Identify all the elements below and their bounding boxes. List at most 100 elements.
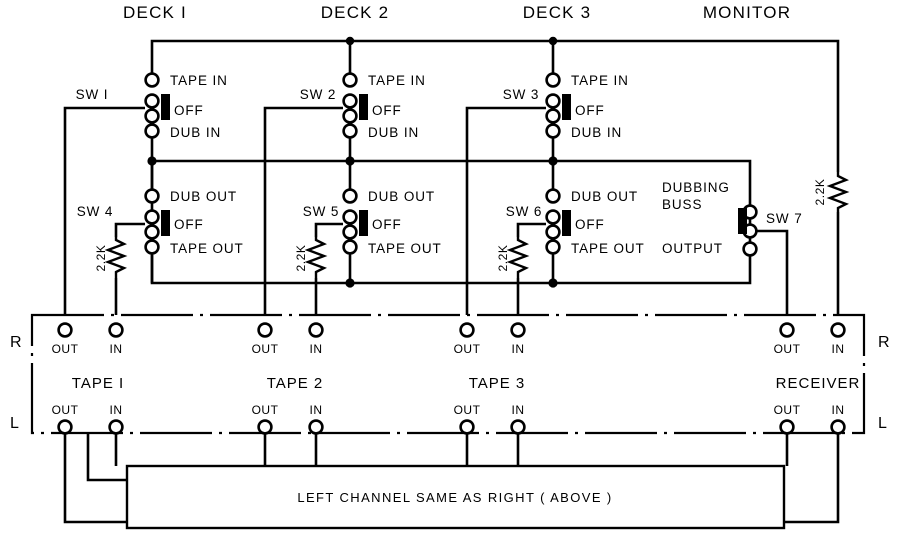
sw6-wire [516,222,546,315]
terminal-tape-in[interactable] [144,72,160,88]
resistor-value-deck2: 2.2K [294,244,308,271]
terminal-dub-in[interactable] [144,123,160,139]
terminal-label-in-left: IN [512,403,525,417]
terminal-out-right[interactable] [459,322,475,338]
terminal-off-upper[interactable] [545,93,561,109]
terminal-dub-out[interactable] [545,188,561,204]
switch-label-sw2: SW 2 [300,87,337,102]
terminal-label-tape-out: TAPE OUT [170,241,244,256]
terminal-label-off: OFF [575,217,605,232]
switch-blade-icon[interactable] [562,94,571,120]
resistor-value-monitor: 2.2K [813,178,827,205]
terminal-label-tape-out: TAPE OUT [571,241,645,256]
sw7-wire [757,229,789,315]
resistor-deck3 [506,237,530,278]
diagram-titles: DECK I DECK 2 DECK 3 MONITOR [123,3,790,22]
switch-label-sw7: SW 7 [766,211,803,226]
title-deck2: DECK 2 [321,3,390,22]
terminal-tape-out[interactable] [342,239,358,255]
terminal-label-off: OFF [174,103,204,118]
switch-blade-icon[interactable] [161,210,170,236]
terminal-off-lower[interactable] [545,224,561,240]
switch-blade-icon[interactable] [359,210,368,236]
switch-label-sw5: SW 5 [303,204,340,219]
terminal-off-lower[interactable] [144,108,160,124]
terminal-tape-in[interactable] [545,72,561,88]
terminal-label-dub-in: DUB IN [368,125,419,140]
terminal-label-out: OUT [252,342,279,356]
terminal-label-off: OFF [575,103,605,118]
terminal-out-right[interactable] [57,322,73,338]
terminal-label-in: IN [110,342,123,356]
terminal-off-upper[interactable] [342,93,358,109]
terminal-off-upper[interactable] [342,209,358,225]
switch-sw7[interactable]: SW 7 [738,204,803,257]
device-tape3: OUT IN TAPE 3 OUT IN [454,322,526,435]
resistor-value-deck1: 2.2K [94,244,108,271]
terminal-label-dub-out: DUB OUT [368,189,435,204]
terminal-dub-out[interactable] [144,188,160,204]
terminal-in-left[interactable] [308,419,324,435]
switch-blade-icon[interactable] [562,210,571,236]
terminal-output[interactable] [742,241,758,257]
right-channel-box [30,313,866,435]
channel-label-r-left: R [10,334,22,351]
terminal-dub-out[interactable] [342,188,358,204]
switch-blade-icon[interactable] [738,208,747,234]
terminal-dub-in[interactable] [342,123,358,139]
switch-blade-icon[interactable] [161,94,170,120]
device-tape1: OUT IN TAPE I OUT IN [52,322,124,435]
terminal-in-right[interactable] [308,322,324,338]
terminal-label-off: OFF [372,217,402,232]
terminal-off-upper[interactable] [144,93,160,109]
terminal-in-right[interactable] [510,322,526,338]
terminal-in-left[interactable] [108,419,124,435]
terminal-label-out: OUT [52,342,79,356]
switch-sw5[interactable]: SW 5 DUB OUT OFF TAPE OUT [303,188,442,256]
terminal-off-lower[interactable] [545,108,561,124]
terminal-label-in: IN [512,342,525,356]
terminal-tape-in[interactable] [342,72,358,88]
terminal-dub-in[interactable] [545,123,561,139]
sw3-wire [465,106,546,315]
terminal-out-left[interactable] [257,419,273,435]
terminal-off-upper[interactable] [545,209,561,225]
terminal-out-right[interactable] [779,322,795,338]
sw5-wire [314,222,343,315]
terminal-in-right[interactable] [108,322,124,338]
terminal-in-right[interactable] [830,322,846,338]
switch-sw3[interactable]: SW 3 TAPE IN OFF DUB IN [503,72,629,140]
dubbing-buss-label-line1: DUBBING [662,180,730,195]
switch-blade-icon[interactable] [359,94,368,120]
dub-in-stubs [150,136,555,189]
terminal-in-left[interactable] [830,419,846,435]
dub-bus [150,159,752,285]
terminal-out-right[interactable] [257,322,273,338]
terminal-label-out-left: OUT [52,403,79,417]
terminal-label-out-left: OUT [252,403,279,417]
switch-sw1[interactable]: SW I TAPE IN OFF DUB IN [76,72,228,140]
switch-sw2[interactable]: SW 2 TAPE IN OFF DUB IN [300,72,426,140]
terminal-label-tape-in: TAPE IN [368,73,426,88]
terminal-out-left[interactable] [779,419,795,435]
terminal-in-left[interactable] [510,419,526,435]
terminal-label-dub-out: DUB OUT [170,189,237,204]
terminal-tape-out[interactable] [545,239,561,255]
terminal-label-dub-in: DUB IN [571,125,622,140]
channel-label-l-right: L [878,415,887,432]
resistor-value-deck3: 2.2K [496,244,510,271]
switch-sw6[interactable]: SW 6 DUB OUT OFF TAPE OUT [506,188,645,256]
switch-sw4[interactable]: SW 4 DUB OUT OFF TAPE OUT [77,188,244,256]
output-label: OUTPUT [662,241,723,256]
terminal-label-in-left: IN [110,403,123,417]
terminal-label-tape-in: TAPE IN [571,73,629,88]
terminal-label-out: OUT [454,342,481,356]
terminal-off-lower[interactable] [342,224,358,240]
terminal-out-left[interactable] [57,419,73,435]
terminal-off-lower[interactable] [144,224,160,240]
terminal-off-lower[interactable] [342,108,358,124]
terminal-out-left[interactable] [459,419,475,435]
terminal-off-upper[interactable] [144,209,160,225]
terminal-tape-out[interactable] [144,239,160,255]
